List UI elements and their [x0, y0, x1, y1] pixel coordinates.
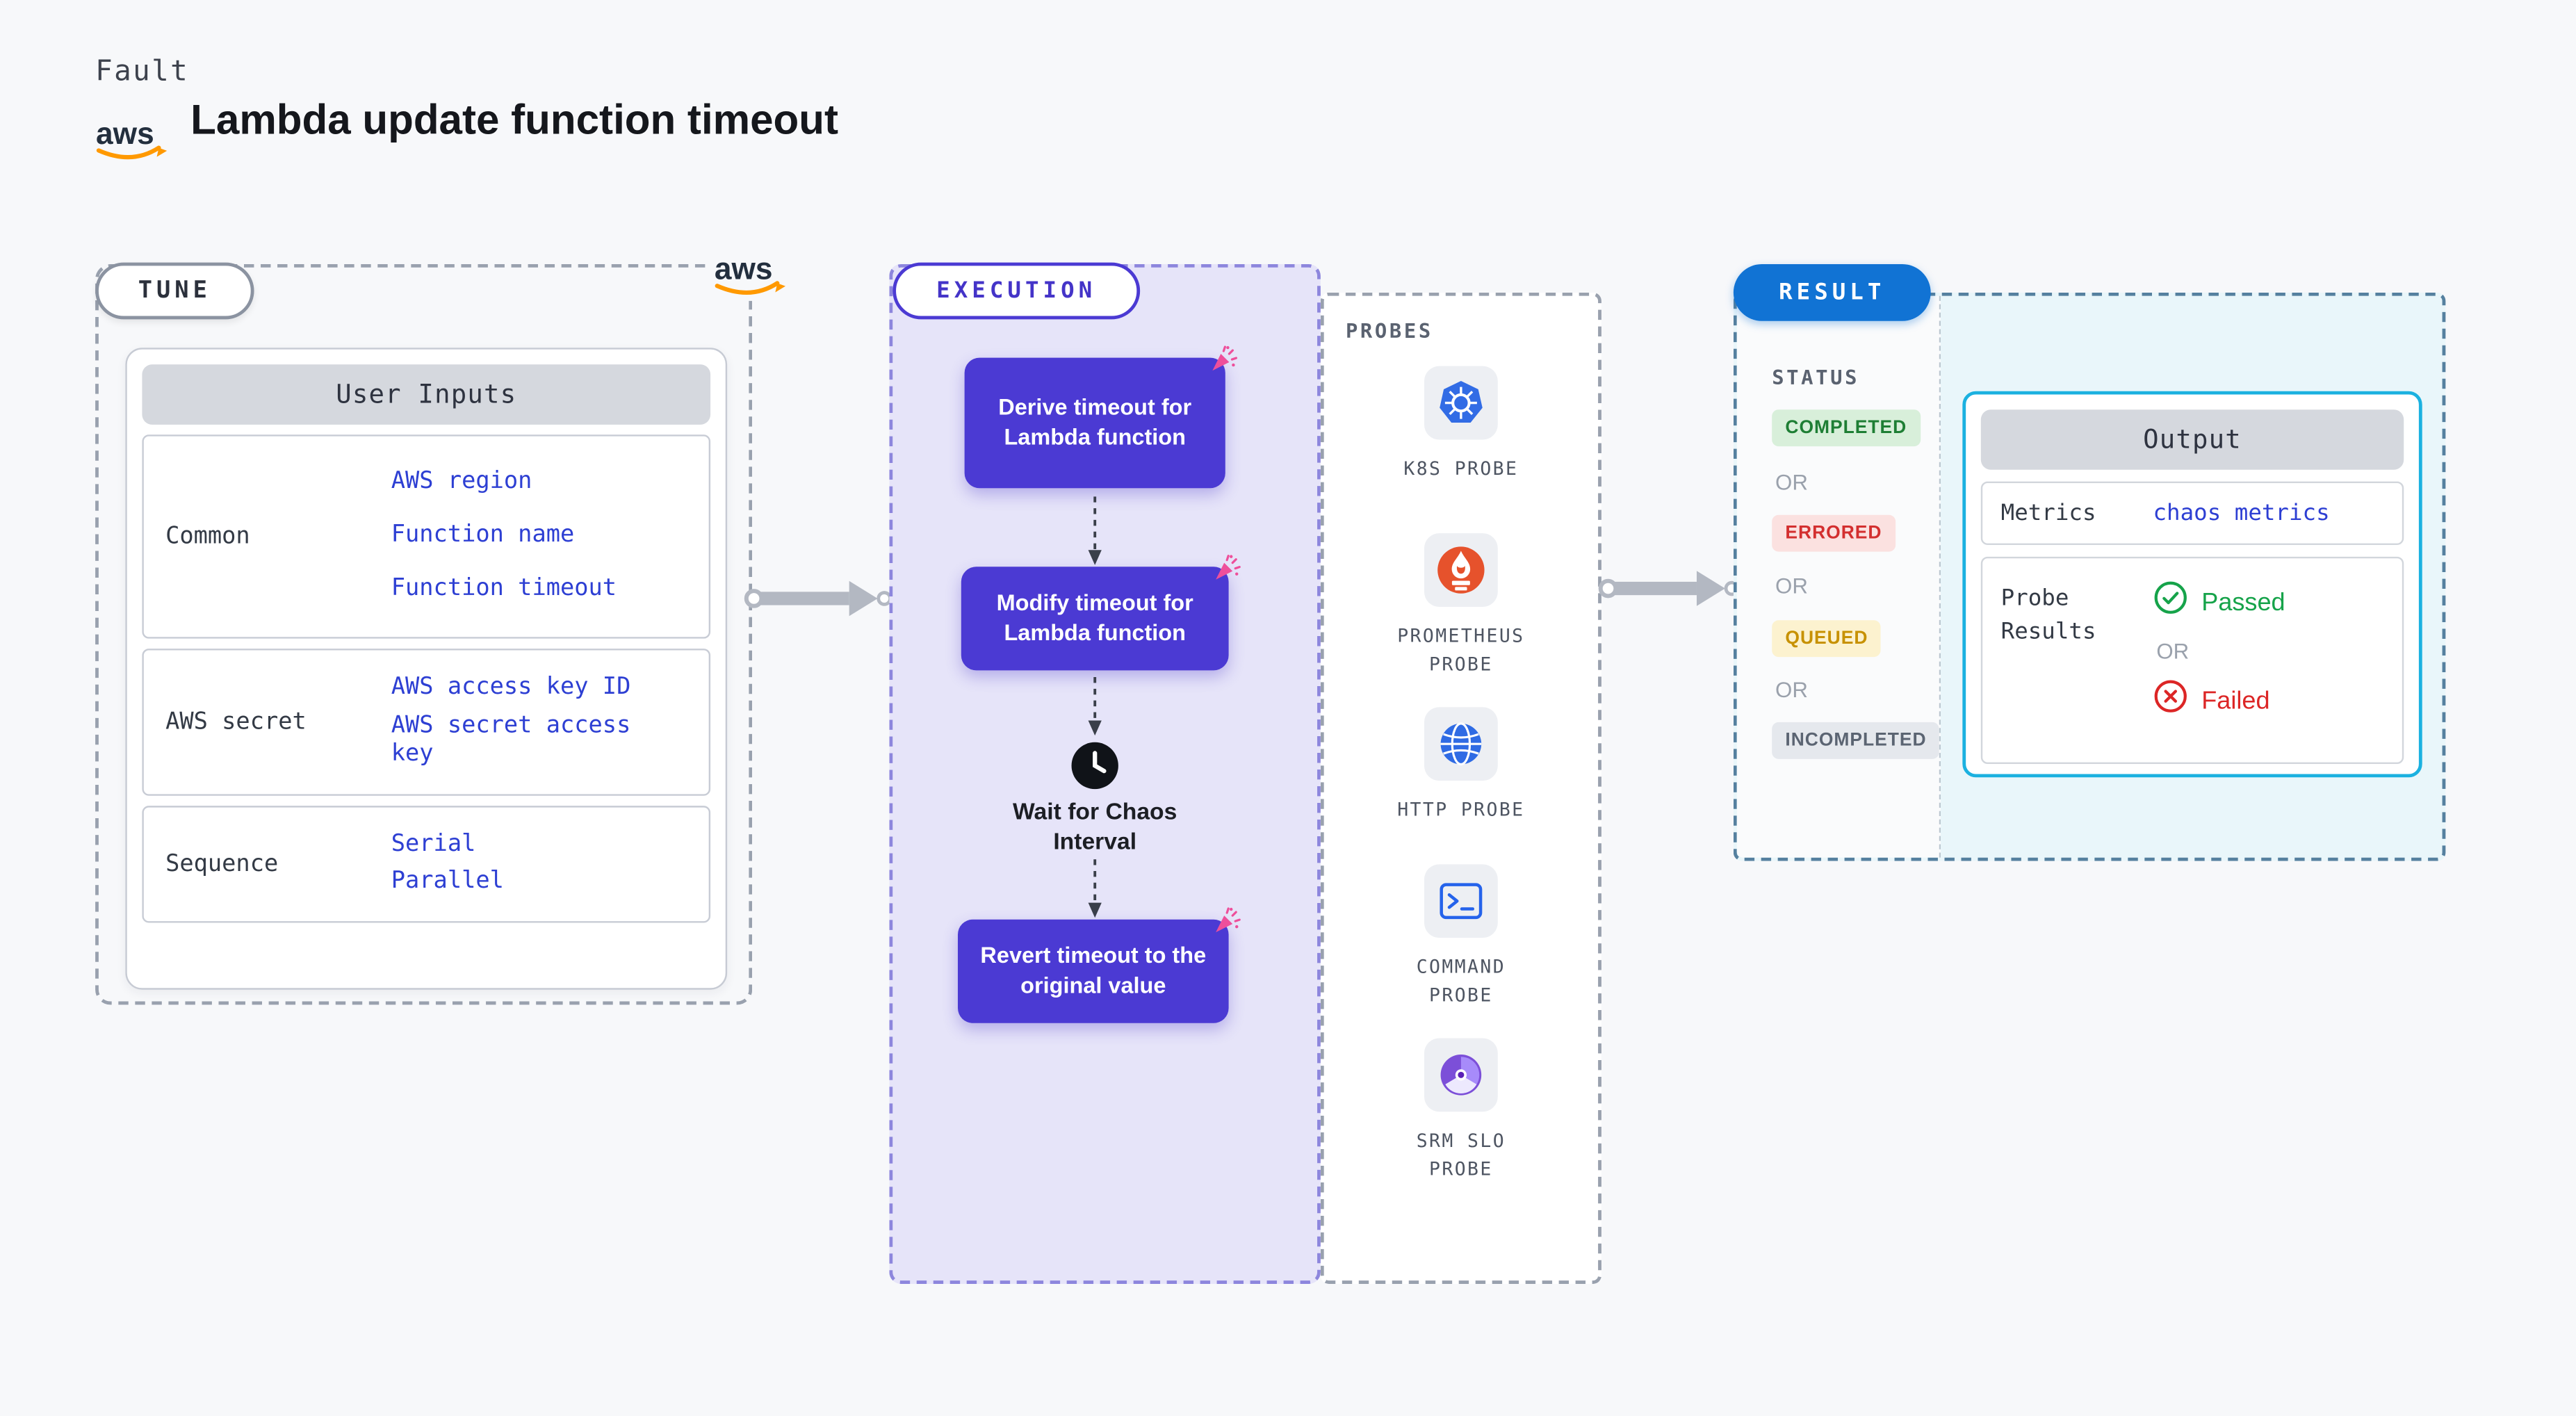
status-badge-completed: COMPLETED: [1772, 409, 1921, 447]
page-title: Lambda update function timeout: [190, 97, 839, 144]
user-inputs-card: User Inputs Common AWS region Function n…: [125, 348, 728, 990]
terminal-icon: [1424, 864, 1498, 938]
status-badge-errored: ERRORED: [1772, 514, 1896, 552]
down-arrow-icon: [1085, 496, 1105, 575]
or-text: OR: [1775, 676, 1808, 703]
failed-text: Failed: [2201, 686, 2270, 715]
tune-section: [95, 263, 753, 1005]
wait-step-label: Wait for Chaos Interval: [1013, 797, 1177, 855]
probe-results-values: Passed OR Failed: [2153, 558, 2285, 762]
tune-row-aws-secret: AWS secret AWS access key ID AWS secret …: [142, 649, 711, 796]
status-heading: STATUS: [1772, 366, 1860, 390]
srm-slo-icon: [1424, 1038, 1498, 1112]
kubernetes-icon: [1424, 366, 1498, 440]
or-text: OR: [1775, 469, 1808, 495]
step-node-modify-timeout: Modify timeout for Lambda function: [961, 555, 1241, 671]
output-card: Output Metrics chaos metrics Probe Resul…: [1962, 391, 2422, 778]
status-panel: [1736, 295, 1941, 858]
down-arrow-icon: [1085, 859, 1105, 928]
step-label: Derive timeout for Lambda function: [998, 395, 1192, 450]
passed-check-icon: [2153, 580, 2189, 624]
probes-section: PROBES K8S PROBE: [1320, 292, 1601, 1284]
result-section: STATUS COMPLETED OR ERRORED OR QUEUED OR…: [1733, 292, 2446, 861]
probes-heading: PROBES: [1345, 319, 1433, 343]
chaos-burst-icon: [1210, 904, 1244, 946]
probe-label: COMMAND PROBE: [1416, 956, 1506, 1007]
tune-row-label: Sequence: [165, 851, 279, 878]
metrics-label: Metrics: [2000, 500, 2096, 527]
execution-section: Derive timeout for Lambda function Modif…: [889, 263, 1321, 1284]
metrics-row: Metrics chaos metrics: [1980, 481, 2404, 545]
tune-value: Function timeout: [391, 575, 617, 603]
tune-value: Parallel: [391, 868, 504, 895]
probe-results-label: Probe Results: [2000, 585, 2096, 646]
passed-text: Passed: [2201, 587, 2285, 617]
probe-item-command: COMMAND PROBE: [1324, 864, 1598, 1009]
step-node-revert-timeout: Revert timeout to the original value: [958, 907, 1241, 1023]
probe-label: PROMETHEUS PROBE: [1397, 625, 1525, 676]
probe-label: K8S PROBE: [1403, 457, 1519, 480]
flow-arrow-tune-to-execution: [742, 578, 892, 627]
status-badge-incompleted: INCOMPLETED: [1772, 722, 1940, 759]
chaos-burst-icon: [1207, 343, 1240, 384]
tune-value: Function name: [391, 521, 575, 549]
clock-icon: [1070, 740, 1120, 799]
result-label-pill: RESULT: [1733, 263, 1931, 321]
probe-item-srm-slo: SRM SLO PROBE: [1324, 1038, 1598, 1183]
failed-line: Failed: [2153, 678, 2285, 722]
failed-x-icon: [2153, 678, 2189, 722]
tune-row-sequence: Sequence Serial Parallel: [142, 806, 711, 923]
tune-value: AWS region: [391, 468, 532, 496]
tune-row-common: Common AWS region Function name Function…: [142, 434, 711, 639]
probe-item-k8s: K8S PROBE: [1324, 366, 1598, 483]
or-text: OR: [1775, 573, 1808, 599]
tune-value: Serial: [391, 831, 476, 858]
tune-value: AWS access key ID: [391, 674, 631, 701]
step-node-derive-timeout: Derive timeout for Lambda function: [964, 345, 1238, 489]
probe-results-row: Probe Results Passed OR: [1980, 556, 2404, 765]
tune-row-label: Common: [165, 523, 250, 551]
tune-row-label: AWS secret: [165, 708, 307, 736]
flow-arrow-execution-to-result: [1597, 569, 1741, 617]
header-kicker: Fault: [95, 55, 190, 89]
down-arrow-icon: [1085, 676, 1105, 746]
probe-item-http: HTTP PROBE: [1324, 707, 1598, 824]
chaos-burst-icon: [1210, 552, 1244, 594]
tune-aws-logo-icon: aws: [705, 244, 796, 301]
probe-label: SRM SLO PROBE: [1416, 1130, 1506, 1180]
tune-label-pill: TUNE: [95, 262, 254, 320]
probe-label: HTTP PROBE: [1397, 799, 1525, 821]
globe-icon: [1424, 707, 1498, 781]
aws-logo-icon: aws: [92, 111, 172, 164]
user-inputs-title: User Inputs: [142, 364, 711, 425]
execution-label-pill: EXECUTION: [892, 262, 1141, 320]
output-title: Output: [1980, 409, 2404, 470]
aws-logo-text: aws: [96, 117, 154, 151]
tune-value: AWS secret access key: [391, 711, 631, 768]
probe-item-prometheus: PROMETHEUS PROBE: [1324, 533, 1598, 678]
status-badge-queued: QUEUED: [1772, 620, 1882, 658]
or-text: OR: [2156, 638, 2190, 664]
step-label: Modify timeout for Lambda function: [996, 590, 1193, 646]
passed-line: Passed: [2153, 580, 2285, 624]
step-label: Revert timeout to the original value: [980, 943, 1207, 998]
aws-logo-text: aws: [715, 252, 773, 286]
metrics-value: chaos metrics: [2153, 500, 2330, 527]
prometheus-icon: [1424, 533, 1498, 607]
